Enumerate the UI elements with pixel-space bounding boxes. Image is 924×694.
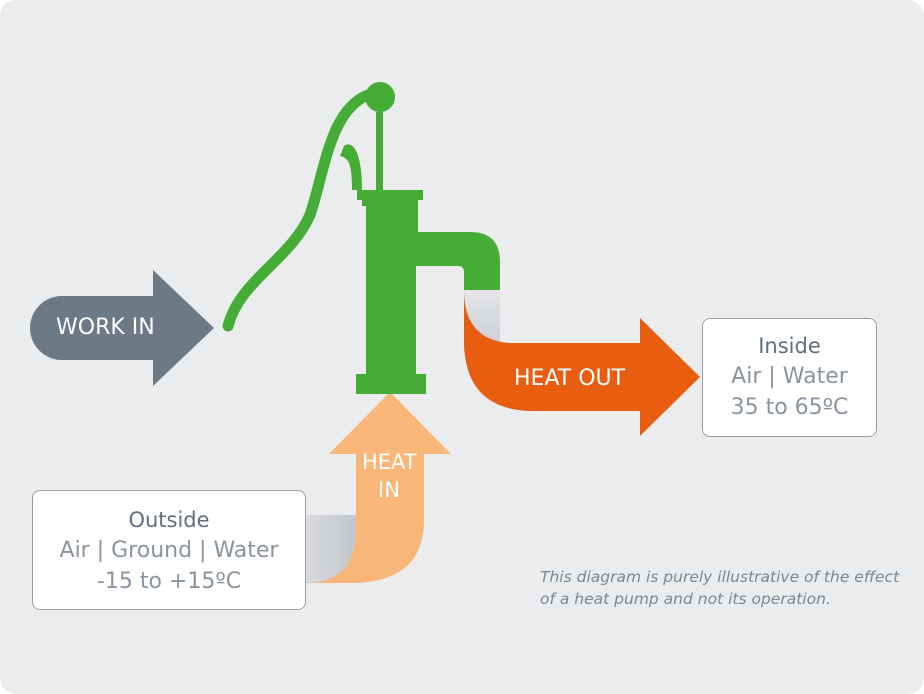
outside-title: Outside (128, 508, 210, 532)
work-in-arrow (30, 270, 214, 386)
heat-in-label-line2: IN (378, 478, 400, 502)
outside-range: -15 to +15ºC (96, 569, 242, 594)
work-in-label: WORK IN (56, 315, 155, 340)
disclaimer-note: This diagram is purely illustrative of t… (540, 566, 910, 610)
heat-in-arrow (305, 392, 451, 583)
hand-water-pump-icon (222, 82, 500, 394)
outside-box: Outside Air | Ground | Water -15 to +15º… (32, 490, 306, 610)
disclaimer-line-2: of a heat pump and not its operation. (540, 590, 831, 608)
heat-in-shadow (305, 515, 360, 583)
disclaimer-line-1: This diagram is purely illustrative of t… (540, 568, 900, 586)
inside-box: Inside Air | Water 35 to 65ºC (702, 318, 877, 437)
heat-out-label: HEAT OUT (514, 366, 626, 391)
heat-out-arrow (464, 290, 700, 436)
inside-title: Inside (758, 334, 821, 358)
inside-sources: Air | Water (731, 364, 848, 389)
outside-sources: Air | Ground | Water (59, 538, 279, 563)
inside-range: 35 to 65ºC (730, 395, 849, 420)
heat-in-label-line1: HEAT (362, 450, 417, 474)
